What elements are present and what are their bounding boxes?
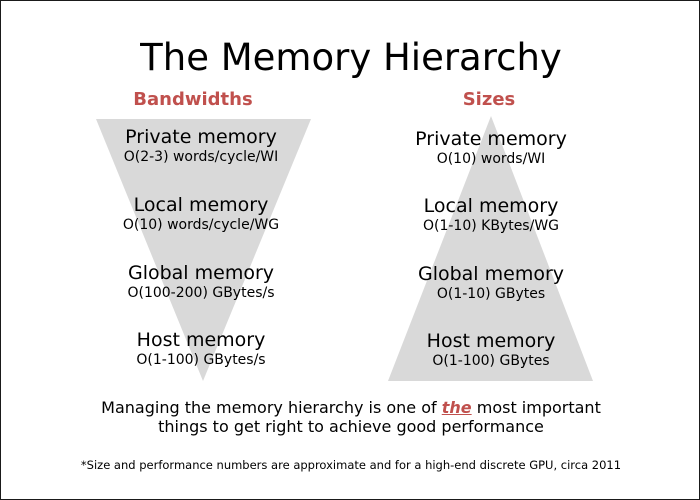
summary-after: most important bbox=[471, 398, 601, 417]
size-triangle bbox=[388, 116, 593, 381]
level-value: O(1-100) GBytes/s bbox=[136, 352, 266, 368]
level-name: Local memory bbox=[423, 195, 559, 217]
level-value: O(1-10) KBytes/WG bbox=[422, 218, 560, 234]
level-name: Host memory bbox=[136, 329, 266, 351]
bandwidth-level-private: Private memory O(2-3) words/cycle/WI bbox=[51, 126, 351, 167]
slide-title: The Memory Hierarchy bbox=[140, 36, 562, 79]
summary-emphasis: the bbox=[441, 398, 472, 417]
bandwidth-triangle bbox=[96, 119, 311, 381]
summary-line-1: Managing the memory hierarchy is one of … bbox=[1, 398, 699, 417]
level-value: O(1-100) GBytes bbox=[432, 353, 550, 369]
summary-line-2: things to get right to achieve good perf… bbox=[158, 417, 544, 436]
level-name: Global memory bbox=[417, 263, 565, 285]
bandwidth-level-global: Global memory O(100-200) GBytes/s bbox=[51, 262, 351, 303]
level-value: O(2-3) words/cycle/WI bbox=[123, 149, 279, 165]
summary-before: Managing the memory hierarchy is one of bbox=[101, 398, 442, 417]
sizes-heading: Sizes bbox=[462, 89, 516, 110]
level-name: Private memory bbox=[415, 128, 567, 150]
level-value: O(10) words/WI bbox=[436, 151, 546, 167]
footnote: *Size and performance numbers are approx… bbox=[80, 458, 622, 472]
level-name: Local memory bbox=[133, 194, 269, 216]
level-name: Host memory bbox=[426, 330, 556, 352]
size-level-host: Host memory O(1-100) GBytes bbox=[341, 330, 641, 371]
bandwidth-level-local: Local memory O(10) words/cycle/WG bbox=[51, 194, 351, 235]
level-name: Private memory bbox=[125, 126, 277, 148]
level-value: O(10) words/cycle/WG bbox=[122, 217, 280, 233]
bandwidth-level-host: Host memory O(1-100) GBytes/s bbox=[51, 329, 351, 370]
level-value: O(100-200) GBytes/s bbox=[127, 285, 275, 301]
size-level-private: Private memory O(10) words/WI bbox=[341, 128, 641, 169]
bandwidths-heading: Bandwidths bbox=[133, 89, 253, 110]
summary-text: Managing the memory hierarchy is one of … bbox=[1, 398, 699, 436]
level-name: Global memory bbox=[127, 262, 275, 284]
size-level-local: Local memory O(1-10) KBytes/WG bbox=[341, 195, 641, 236]
level-value: O(1-10) GBytes bbox=[436, 286, 546, 302]
size-level-global: Global memory O(1-10) GBytes bbox=[341, 263, 641, 304]
